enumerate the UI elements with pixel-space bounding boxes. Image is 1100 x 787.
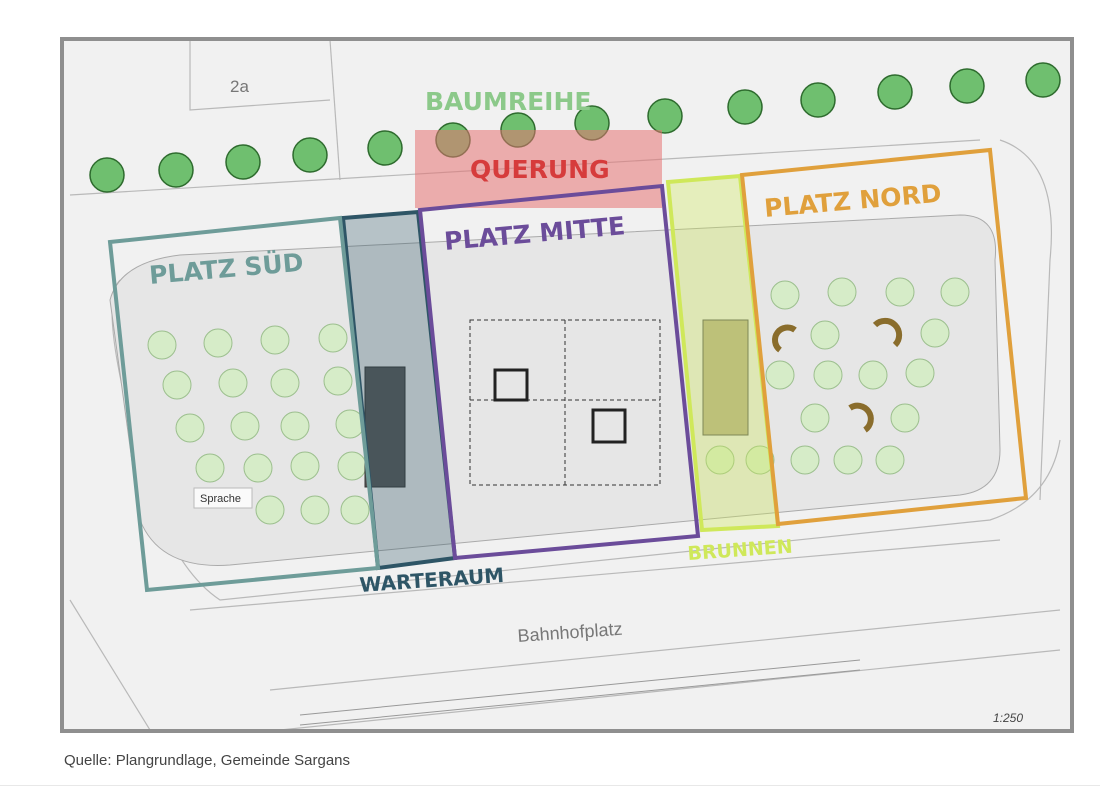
plaza-trees [147,277,970,525]
street-label: Bahnhofplatz [517,619,623,646]
divider [0,785,1100,786]
kiosks [493,368,627,444]
zone-label-platz-nord: PLATZ NORD [763,179,943,223]
fountain [702,319,749,436]
building-hatch [299,659,861,726]
zone-label-brunnen: BRUNNEN [687,536,794,565]
zone-platz-mitte [417,183,701,561]
parcel-label: 2a [230,77,249,96]
scale-label: 1:250 [993,711,1023,725]
waiting-shelter [364,366,406,488]
zone-querung: QUERUNG [415,130,662,208]
zone-platz-nord [739,147,1029,527]
round-benches [772,317,903,433]
zone-platz-sued [107,215,381,593]
tooltip: Sprache [193,487,253,509]
zone-label-querung: QUERUNG [470,155,610,184]
tree-row [89,62,1061,193]
plan-drawing: QUERUNG BAUMREIHE PLATZ SÜD PLATZ MITTE … [69,41,1061,729]
tooltip-text: Sprache [200,493,241,505]
site-plan-map: QUERUNG BAUMREIHE PLATZ SÜD PLATZ MITTE … [60,37,1074,733]
image-caption: Quelle: Plangrundlage, Gemeinde Sargans [64,752,351,769]
zone-label-baumreihe: BAUMREIHE [425,87,591,116]
